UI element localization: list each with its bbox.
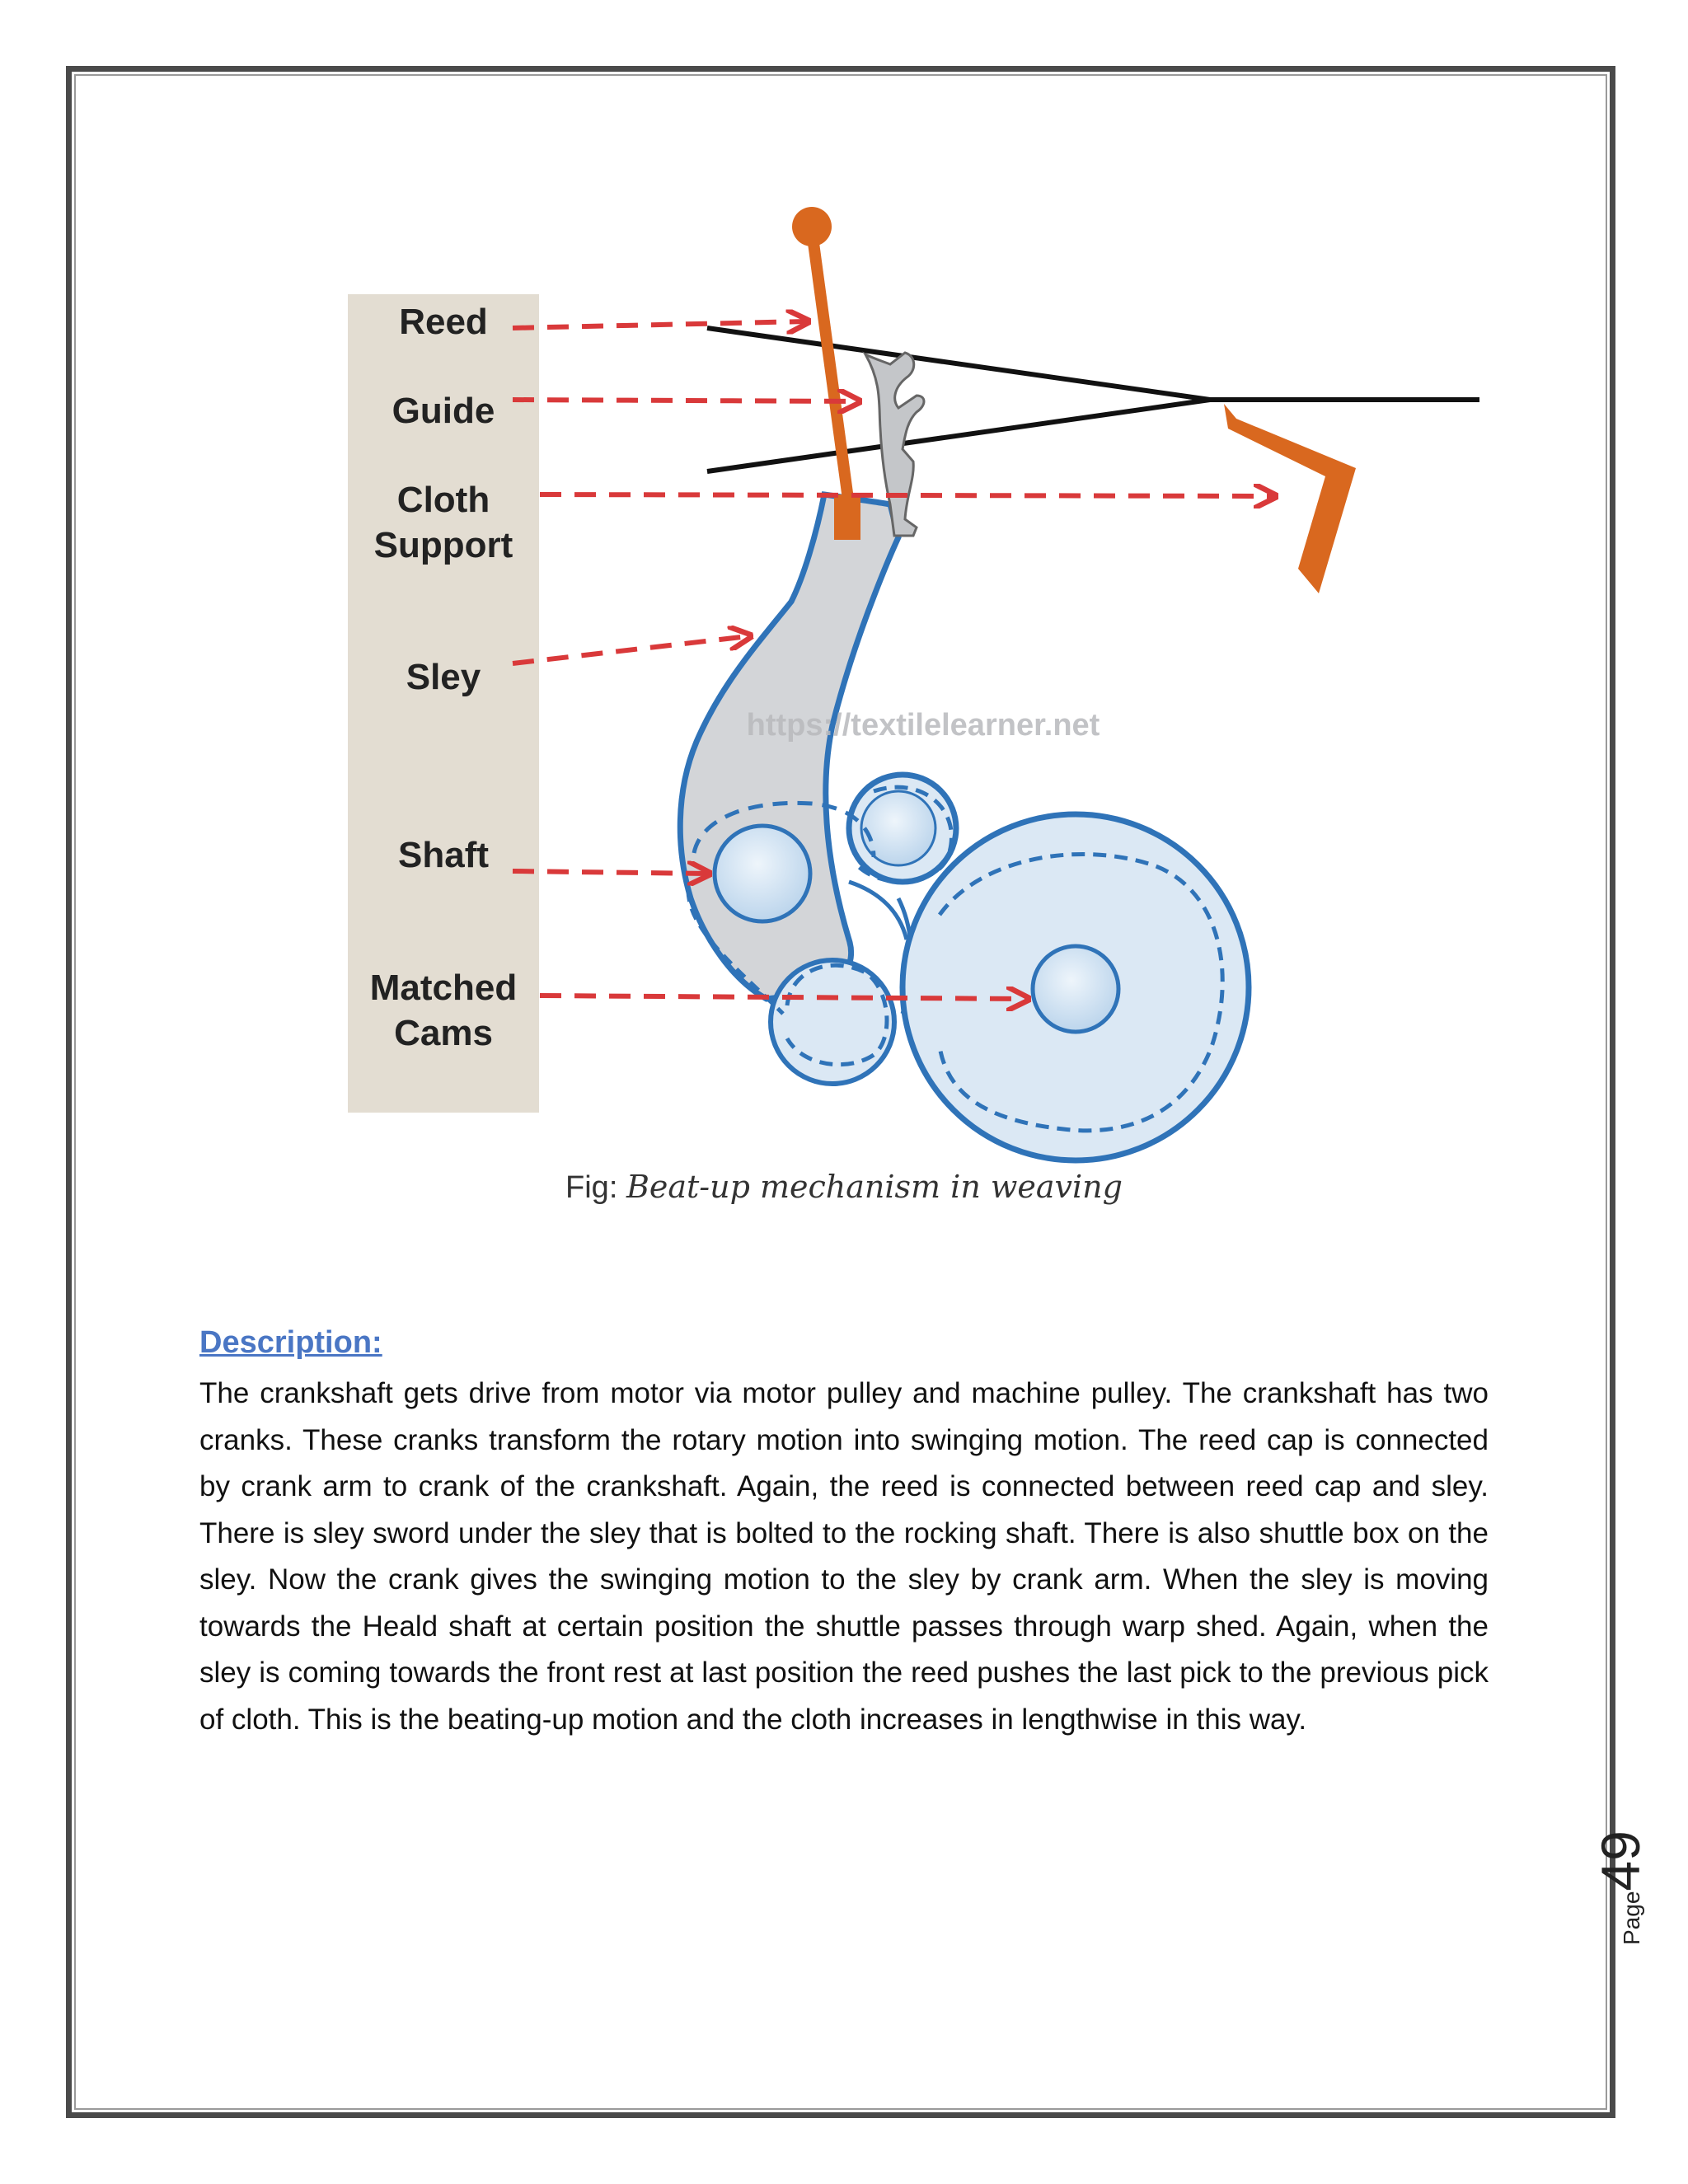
cloth-support-arrow	[539, 494, 1273, 496]
warp-line-top	[706, 326, 1211, 402]
sley-body	[677, 491, 902, 1002]
figure-caption-prefix: Fig:	[565, 1170, 626, 1205]
guide-cam-inner	[860, 790, 937, 867]
label-sley: Sley	[406, 657, 481, 697]
shaft-circle	[712, 823, 813, 924]
lower-small-cam-dashes	[785, 963, 889, 1067]
cloth-support-bar	[1224, 404, 1356, 593]
label-cloth: Cloth	[397, 480, 490, 520]
page-border	[66, 66, 1615, 2118]
description-body: The crankshaft gets drive from motor via…	[199, 1377, 1489, 1736]
sley-link-path	[848, 879, 909, 940]
label-support: Support	[374, 525, 513, 565]
description-heading: Description:	[199, 1325, 382, 1360]
warp-line-bottom	[706, 397, 1211, 474]
label-reed: Reed	[399, 302, 488, 342]
reed-rod	[806, 230, 859, 537]
watermark-text: https://textilelearner.net	[747, 708, 1100, 743]
guide-hook	[862, 351, 926, 537]
label-panel	[348, 294, 539, 1113]
label-shaft: Shaft	[398, 835, 489, 875]
guide-arrow	[512, 400, 857, 401]
cams-arrow	[539, 996, 1026, 999]
label-guide: Guide	[392, 391, 495, 431]
label-cams: Cams	[394, 1013, 493, 1053]
shaft-arrow	[512, 871, 707, 874]
sley-dashed-path	[692, 800, 876, 858]
figure-caption: Fig: Beat-up mechanism in weaving	[0, 1169, 1688, 1206]
beat-up-mechanism-figure: https://textilelearner.net Reed Guide Cl…	[348, 207, 1479, 1164]
matched-cam-hub	[1030, 944, 1121, 1034]
matched-cam-dashes	[937, 852, 1225, 1133]
figure-caption-title: Beat-up mechanism in weaving	[626, 1169, 1123, 1205]
page-number-value: 49	[1590, 1830, 1651, 1891]
page-label: Page	[1619, 1891, 1644, 1945]
reed-ball	[792, 207, 832, 246]
reed-base	[834, 494, 860, 540]
page-border-inner	[74, 74, 1607, 2110]
page-number: Page49	[1589, 1830, 1652, 1945]
guide-cam-dashes	[856, 785, 954, 884]
label-matched: Matched	[370, 968, 517, 1008]
sley-arrow	[512, 636, 748, 666]
reed-arrow	[512, 321, 806, 328]
lower-small-cam	[768, 958, 897, 1086]
